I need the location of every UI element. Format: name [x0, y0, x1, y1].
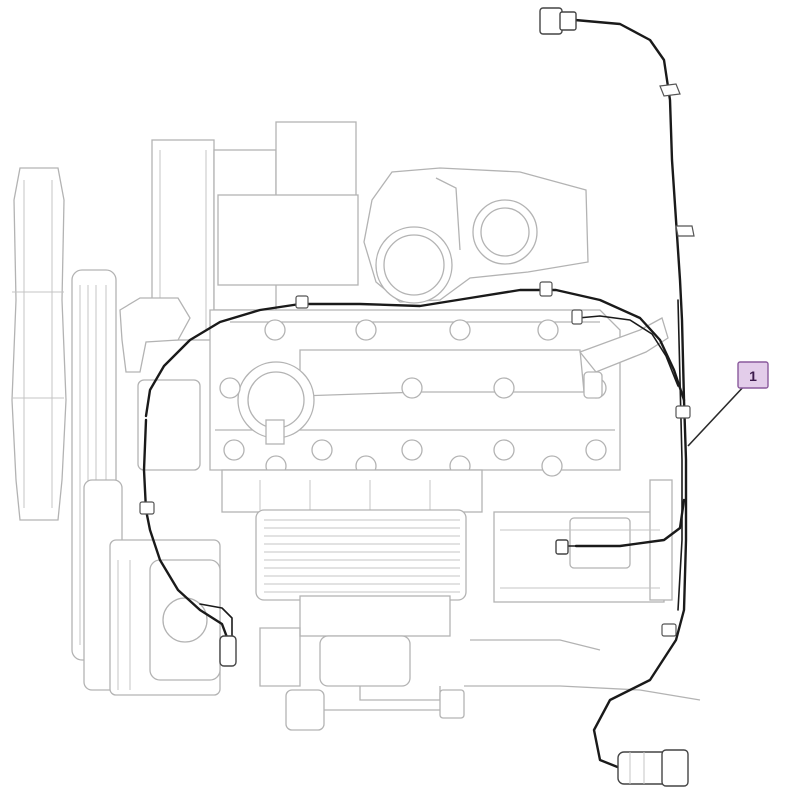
harness-clip	[675, 405, 691, 419]
callout-box	[737, 361, 769, 389]
alternator-connector	[219, 635, 237, 667]
wiring-harness	[142, 18, 688, 770]
dipstick	[285, 689, 465, 731]
breather-pipe	[578, 317, 669, 399]
fan	[11, 167, 67, 521]
connectors	[219, 7, 689, 787]
valve-cover	[209, 309, 621, 477]
callout-label: 1	[749, 368, 757, 384]
alternator	[149, 559, 221, 681]
callout-1: 1	[687, 361, 769, 447]
oil-cooler	[255, 509, 467, 601]
harness-clip	[571, 309, 583, 325]
harness-clip	[139, 501, 155, 515]
harness-clip	[539, 281, 553, 297]
upper-housing	[151, 121, 359, 341]
exhaust-manifold	[221, 469, 483, 513]
harness-clip	[675, 225, 695, 237]
engine-outline	[11, 121, 701, 731]
starter-motor	[493, 479, 673, 603]
harness-clip	[661, 623, 677, 637]
left-bracket	[119, 297, 201, 471]
harness-clip	[659, 83, 681, 97]
oil-pan	[259, 595, 701, 701]
top-connector-plug	[539, 7, 577, 35]
starter-terminal	[555, 539, 569, 555]
callout-leader	[687, 383, 747, 447]
harness-clips	[139, 83, 695, 637]
bottom-connector-plug	[617, 749, 689, 787]
turbocharger	[363, 167, 589, 304]
harness-clip	[295, 295, 309, 309]
